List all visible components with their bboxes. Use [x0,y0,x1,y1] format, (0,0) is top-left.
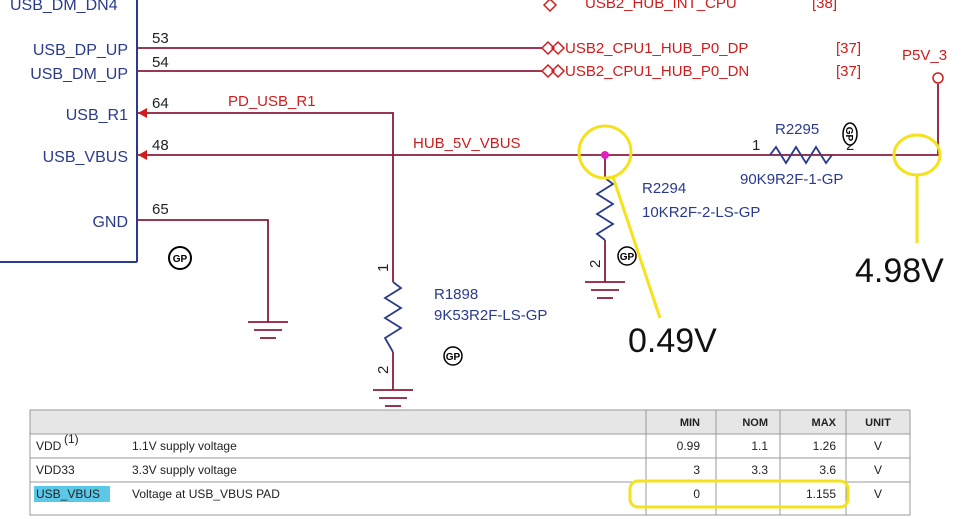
pointer-line-left [611,176,662,319]
pin-number-53: 53 [152,30,169,47]
net-label-pd-usb-r1: PD_USB_R1 [228,93,316,110]
svg-text:1.26: 1.26 [813,439,837,453]
r1898-pin1: 1 [375,264,392,272]
net-label-hub-5v-vbus: HUB_5V_VBUS [413,135,521,152]
gp-mark-icon-4: GP [842,122,858,146]
svg-text:1.1V supply voltage: 1.1V supply voltage [132,439,237,453]
svg-text:VDD33: VDD33 [36,463,75,477]
svg-text:V: V [874,463,882,477]
r2294-ref: R2294 [642,180,686,197]
svg-text:V: V [874,439,882,453]
pin-arrow-usb-r1-icon [138,108,147,118]
top-partial-right: USB2_HUB_INT_CPU [585,0,737,12]
offpage-connector-dp-icon [540,40,566,56]
resistor-r2294: R2294 10KR2F-2-LS-GP 2 [587,177,760,268]
svg-text:3.6: 3.6 [819,463,836,477]
highlight-box-usb-vbus-range [628,479,850,509]
svg-text:Voltage at USB_VBUS PAD: Voltage at USB_VBUS PAD [132,487,280,501]
measured-voltage-right: 4.98V [855,252,944,290]
svg-text:V: V [874,487,882,501]
net-label-dp-page: [37] [836,40,861,57]
svg-text:0: 0 [693,487,700,501]
svg-text:3: 3 [693,463,700,477]
pin-label-gnd: GND [92,214,128,231]
table-header-unit: UNIT [865,417,891,429]
svg-text:0.99: 0.99 [677,439,701,453]
pin-label-usb-dm-up: USB_DM_UP [30,66,128,83]
ground-symbol-r1898-icon [373,389,413,407]
gp-mark-icon-2: GP [443,346,463,366]
r1898-value: 9K53R2F-LS-GP [434,307,547,324]
svg-text:GP: GP [843,127,854,142]
svg-text:USB_VBUS: USB_VBUS [36,487,100,501]
net-label-dp: USB2_CPU1_HUB_P0_DP [565,40,748,57]
offpage-connector-dn-icon [540,63,566,79]
pin-number-65: 65 [152,201,169,218]
top-partial-page: [38] [812,0,837,12]
measurement-annotations [577,124,942,319]
table-row: VDD (1) 1.1V supply voltage 0.99 1.1 1.2… [36,432,882,453]
spec-table: MIN NOM MAX UNIT VDD (1) 1.1V supply vol… [29,409,911,516]
table-header-max: MAX [812,417,837,429]
r2295-value: 90K9R2F-1-GP [740,171,843,188]
table-row: USB_VBUS Voltage at USB_VBUS PAD 0 1.155… [34,486,882,502]
r1898-ref: R1898 [434,286,478,303]
r2294-value: 10KR2F-2-LS-GP [642,204,760,221]
pin-number-64: 64 [152,95,169,112]
gp-mark-icon-1: GP [168,246,192,270]
svg-text:1.1: 1.1 [751,439,768,453]
wire-hub-5v-vbus [137,84,939,156]
r2295-ref: R2295 [775,121,819,138]
spec-table-header-bg [29,409,911,435]
r2295-pin1: 1 [752,137,760,154]
pin-arrow-usb-vbus-icon [138,150,147,160]
pin-label-usb-r1: USB_R1 [66,107,128,124]
ground-symbol-r2294-icon [585,281,625,299]
svg-text:GP: GP [173,254,188,265]
junction-dot [601,151,609,159]
svg-text:VDD: VDD [36,439,62,453]
usb-vbus-highlight [34,486,110,502]
svg-text:3.3: 3.3 [751,463,768,477]
r2294-pin2: 2 [587,260,604,268]
table-row: VDD33 3.3V supply voltage 3 3.3 3.6 V [36,463,882,477]
svg-text:GP: GP [446,352,461,363]
table-header-nom: NOM [742,417,768,429]
wires [137,47,939,390]
pin-label-usb-dp-up: USB_DP_UP [33,42,128,59]
highlight-circle-junction [577,124,633,180]
ground-symbol-gnd-icon [248,321,288,339]
ic-body [0,0,138,263]
svg-text:3.3V supply voltage: 3.3V supply voltage [132,463,237,477]
svg-text:(1): (1) [64,432,79,446]
table-header-min: MIN [680,417,700,429]
gp-mark-icon-3: GP [617,246,637,266]
top-partial-left: USB_DM_DN4 [10,0,118,14]
pin-number-54: 54 [152,54,169,71]
svg-text:GP: GP [620,252,635,263]
top-partial-diamond-icon [542,0,558,13]
power-terminal-icon [932,72,944,84]
wire-pd-usb-r1 [137,112,394,282]
net-label-dn-page: [37] [836,63,861,80]
measured-voltage-left: 0.49V [628,322,717,360]
net-label-p5v: P5V_3 [902,47,947,64]
svg-text:1.155: 1.155 [806,487,836,501]
r1898-pin2: 2 [375,366,392,374]
resistor-r1898: R1898 9K53R2F-LS-GP 1 2 [375,264,547,374]
wire-gnd [137,219,269,322]
pin-label-usb-vbus: USB_VBUS [43,149,128,166]
net-label-dn: USB2_CPU1_HUB_P0_DN [565,63,749,80]
pin-number-48: 48 [152,137,169,154]
